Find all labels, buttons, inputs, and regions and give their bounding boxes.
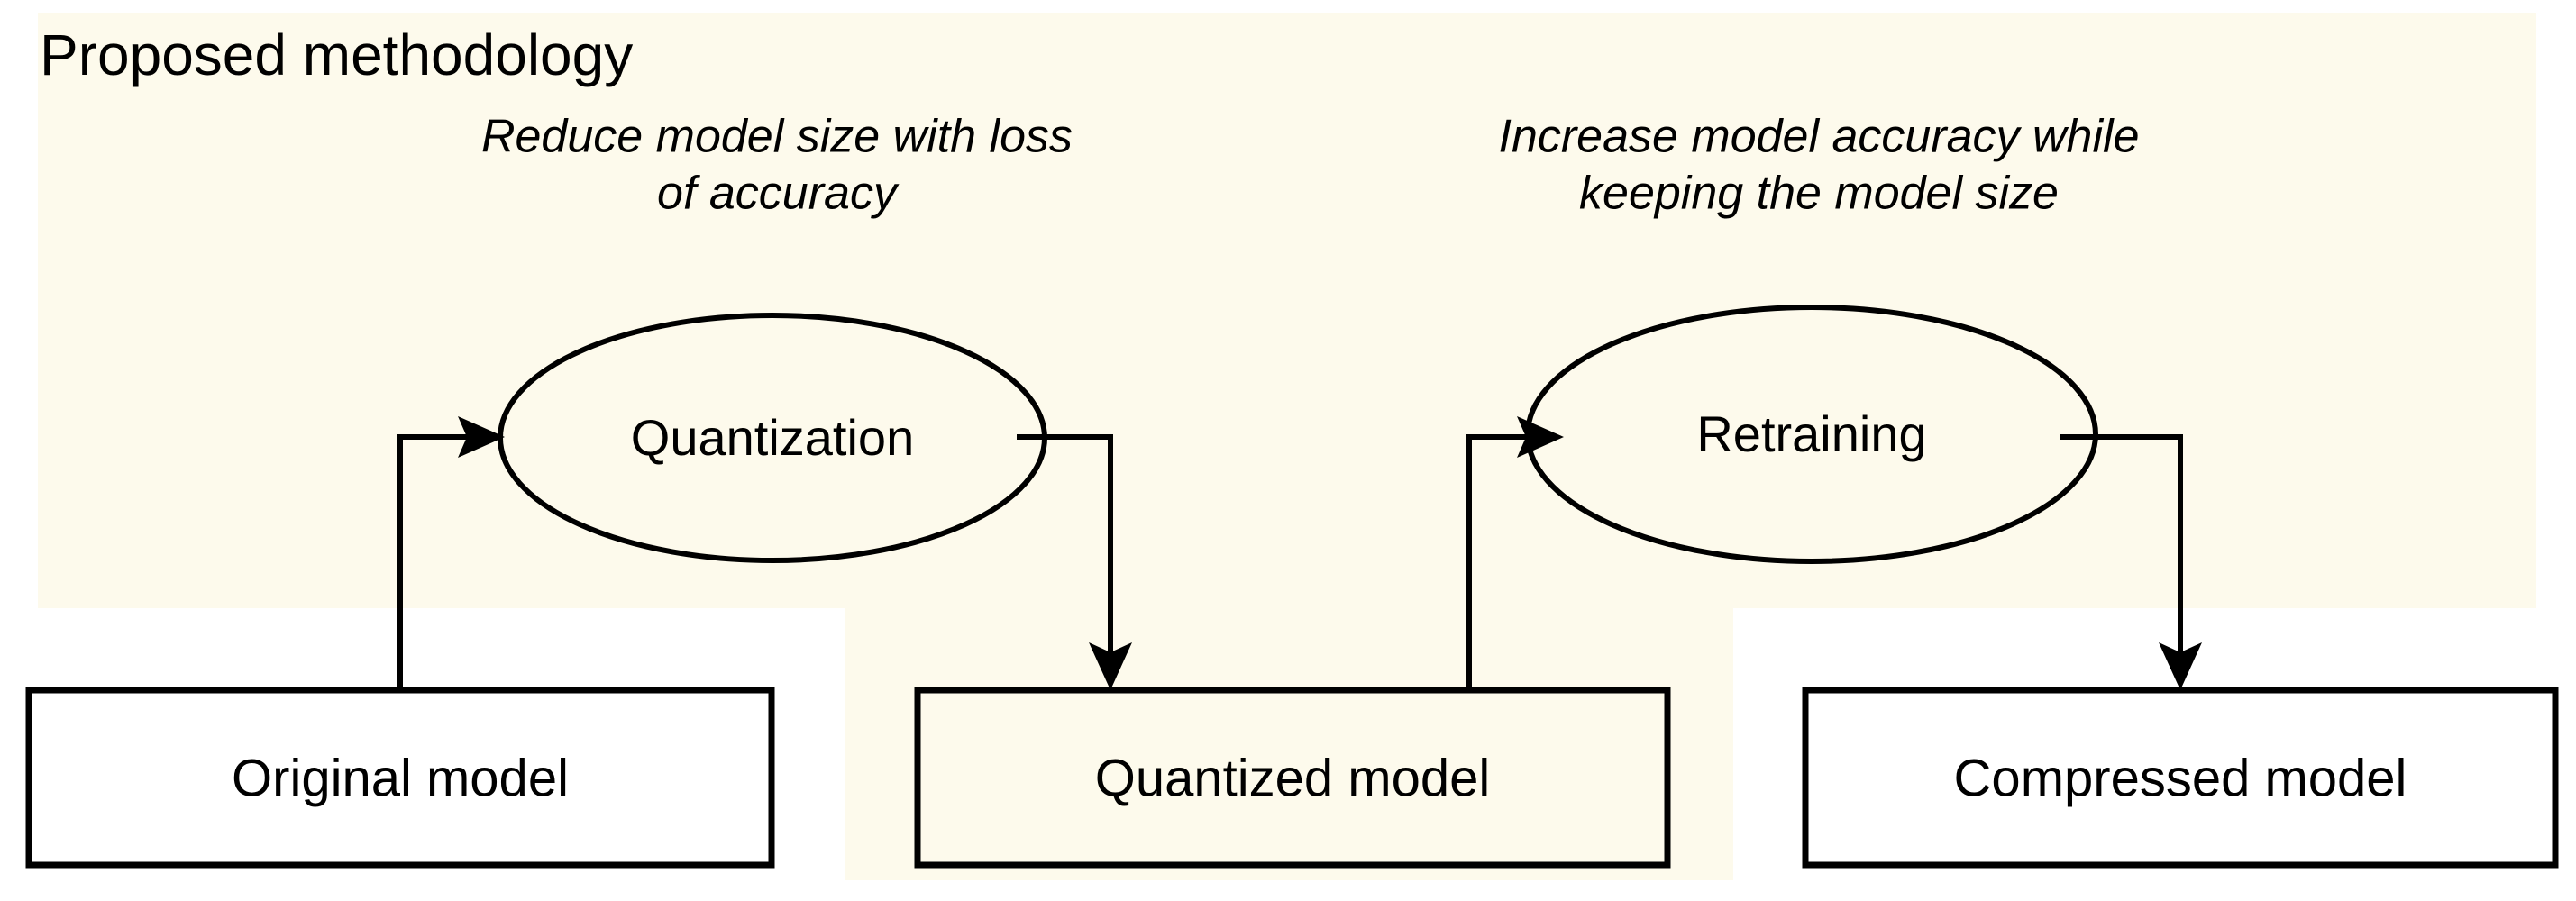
original-model-label: Original model xyxy=(232,749,569,807)
connector-line xyxy=(1466,434,1548,690)
quantization-ellipse[interactable] xyxy=(498,313,1047,563)
right-caption: Increase model accuracy while keeping th… xyxy=(1499,111,2140,220)
connector-line xyxy=(2060,434,2183,674)
connector-retraining-to-compressed xyxy=(2060,434,2202,690)
arrowhead-down-icon xyxy=(1089,642,1132,690)
right-caption-line-2: keeping the model size xyxy=(1579,168,2059,220)
background-panel-upper xyxy=(38,13,2536,608)
compressed-model-rect[interactable] xyxy=(1802,687,2559,869)
retraining-label: Retraining xyxy=(1696,405,1926,462)
left-caption-line-2: of accuracy xyxy=(657,168,900,220)
quantized-model-label: Quantized model xyxy=(1095,749,1490,807)
original-model-rect[interactable] xyxy=(25,687,775,869)
model-box-quantized-model[interactable]: Quantized model xyxy=(914,687,1671,869)
quantization-label: Quantization xyxy=(631,409,914,466)
model-box-compressed-model[interactable]: Compressed model xyxy=(1802,687,2559,869)
compressed-model-label: Compressed model xyxy=(1954,749,2407,807)
connector-original-to-quantization xyxy=(397,416,505,690)
quantized-model-rect[interactable] xyxy=(914,687,1671,869)
model-box-original-model[interactable]: Original model xyxy=(25,687,775,869)
connector-quantization-to-quantized xyxy=(1017,434,1132,690)
connector-line xyxy=(397,434,489,690)
process-node-retraining[interactable]: Retraining xyxy=(1525,305,2098,564)
retraining-ellipse[interactable] xyxy=(1525,305,2098,564)
left-caption: Reduce model size with loss of accuracy xyxy=(481,111,1073,220)
process-node-quantization[interactable]: Quantization xyxy=(498,313,1047,563)
arrowhead-right-icon xyxy=(458,416,505,458)
page-title: Proposed methodology xyxy=(40,23,633,87)
connector-line xyxy=(1017,434,1113,674)
right-caption-line-1: Increase model accuracy while xyxy=(1499,111,2140,163)
left-caption-line-1: Reduce model size with loss xyxy=(481,111,1073,163)
arrowhead-down-icon xyxy=(2159,642,2202,690)
